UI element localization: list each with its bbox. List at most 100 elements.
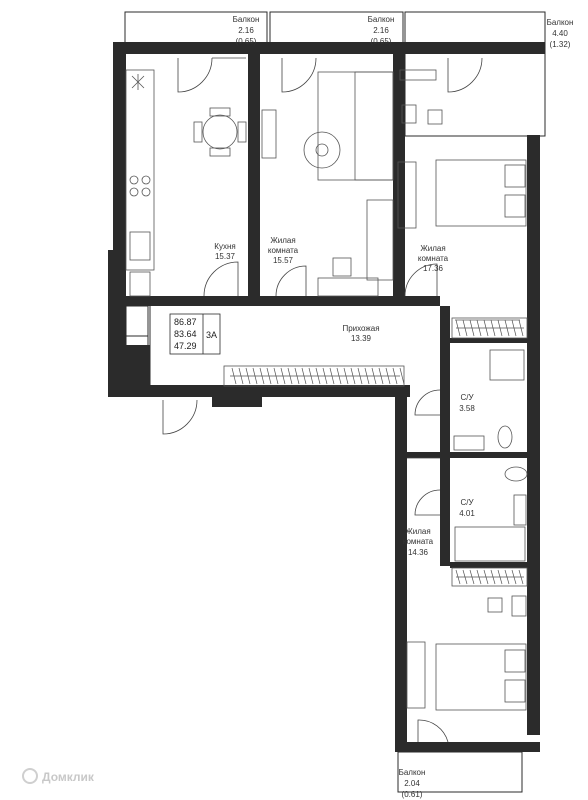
hanger-mark: [392, 367, 398, 385]
bath1-area: 3.58: [459, 404, 475, 413]
hanger-mark: [462, 569, 468, 585]
hanger-mark: [511, 569, 517, 585]
hanger-mark: [322, 367, 328, 385]
hanger-mark: [483, 319, 489, 337]
hanger-mark: [350, 367, 356, 385]
balcony-3-coef: (1.32): [550, 40, 571, 49]
hall-area: 13.39: [351, 334, 372, 343]
room-label-living2: Жилая комната 17.36: [418, 244, 449, 273]
balcony-label-3: Балкон 4.40 (1.32): [547, 18, 574, 49]
watermark-text: Домклик: [42, 770, 95, 784]
bath2-name: С/У: [460, 498, 474, 507]
living1-area: 15.57: [273, 256, 294, 265]
bath2-area: 4.01: [459, 509, 475, 518]
hanger-mark: [476, 319, 482, 337]
hanger-mark: [245, 367, 251, 385]
summary-total: 86.87: [174, 317, 197, 327]
hanger-mark: [357, 367, 363, 385]
hanger-mark: [469, 319, 475, 337]
area-summary: 86.87 83.64 47.29 3А: [169, 313, 221, 355]
hanger-mark: [231, 367, 237, 385]
hanger-mark: [301, 367, 307, 385]
living3-furniture: [406, 595, 527, 711]
summary-with-coef: 83.64: [174, 329, 197, 339]
wardrobes: [223, 317, 528, 587]
balcony-1-coef: (0.65): [236, 37, 257, 46]
balcony-2-area: 2.16: [373, 26, 389, 35]
balcony-4-coef: (0.61): [402, 790, 423, 799]
living2-area: 17.36: [423, 264, 444, 273]
hanger-mark: [504, 569, 510, 585]
balcony-1-area: 2.16: [238, 26, 254, 35]
balcony-2-name: Балкон: [368, 15, 395, 24]
balcony-2-coef: (0.65): [371, 37, 392, 46]
hanger-mark: [455, 319, 461, 337]
living2-name2: комната: [418, 254, 449, 263]
living1-name2: комната: [268, 246, 299, 255]
kitchen-furniture: [125, 69, 247, 297]
hanger-mark: [490, 569, 496, 585]
hanger-mark: [266, 367, 272, 385]
bath-fixtures: [453, 349, 528, 562]
hanger-mark: [280, 367, 286, 385]
room-label-living1: Жилая комната 15.57: [268, 236, 299, 265]
hanger-mark: [483, 569, 489, 585]
walls: [108, 42, 545, 752]
hanger-mark: [518, 569, 524, 585]
partitions: [125, 305, 151, 385]
balcony-label-4: Балкон 2.04 (0.61): [399, 768, 426, 799]
room-label-bath2: С/У 4.01: [459, 498, 475, 518]
kitchen-area: 15.37: [215, 252, 236, 261]
hanger-mark: [497, 319, 503, 337]
living1-furniture: [261, 71, 394, 297]
hanger-mark: [371, 367, 377, 385]
room-label-hall: Прихожая 13.39: [342, 324, 379, 343]
hanger-mark: [455, 569, 461, 585]
hanger-mark: [511, 319, 517, 337]
hanger-mark: [308, 367, 314, 385]
living3-name2: комната: [403, 537, 434, 546]
hanger-mark: [315, 367, 321, 385]
hanger-mark: [259, 367, 265, 385]
balcony-label-1: Балкон 2.16 (0.65): [233, 15, 260, 46]
hanger-mark: [399, 367, 405, 385]
hanger-mark: [378, 367, 384, 385]
hanger-mark: [294, 367, 300, 385]
room-label-kitchen: Кухня 15.37: [214, 242, 235, 261]
hanger-mark: [329, 367, 335, 385]
bath1-name: С/У: [460, 393, 474, 402]
balcony-3-name: Балкон: [547, 18, 574, 27]
balcony-3-area: 4.40: [552, 29, 568, 38]
hanger-mark: [252, 367, 258, 385]
hanger-mark: [462, 319, 468, 337]
hanger-mark: [476, 569, 482, 585]
doors: [162, 57, 483, 743]
balcony-4-name: Балкон: [399, 768, 426, 777]
watermark: Домклик: [22, 768, 95, 784]
hanger-mark: [490, 319, 496, 337]
balcony-4-area: 2.04: [404, 779, 420, 788]
living3-name1: Жилая: [405, 527, 430, 536]
room-label-bath1: С/У 3.58: [459, 393, 475, 413]
hanger-mark: [273, 367, 279, 385]
hanger-mark: [336, 367, 342, 385]
hall-name: Прихожая: [342, 324, 379, 333]
hanger-mark: [238, 367, 244, 385]
living2-furniture: [397, 69, 527, 321]
summary-living: 47.29: [174, 341, 197, 351]
hanger-mark: [518, 319, 524, 337]
hanger-mark: [364, 367, 370, 385]
hanger-mark: [504, 319, 510, 337]
living1-name1: Жилая: [270, 236, 295, 245]
summary-type: 3А: [206, 330, 217, 340]
balcony-1-name: Балкон: [233, 15, 260, 24]
hanger-mark: [469, 569, 475, 585]
living3-area: 14.36: [408, 548, 429, 557]
hanger-mark: [497, 569, 503, 585]
living2-name1: Жилая: [420, 244, 445, 253]
kitchen-name: Кухня: [214, 242, 235, 251]
hanger-mark: [385, 367, 391, 385]
room-label-living3: Жилая комната 14.36: [403, 527, 434, 557]
balcony-label-2: Балкон 2.16 (0.65): [368, 15, 395, 46]
